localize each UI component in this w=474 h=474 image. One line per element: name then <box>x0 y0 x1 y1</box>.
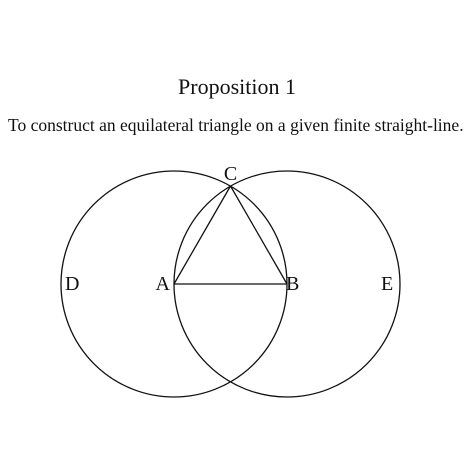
point-label-d: D <box>65 273 79 295</box>
point-label-e: E <box>381 273 393 295</box>
segment-ac <box>173 185 232 285</box>
point-label-a: A <box>156 273 171 295</box>
point-label-c: C <box>224 163 237 185</box>
proposition-title: Proposition 1 <box>178 74 296 99</box>
point-label-b: B <box>286 273 299 295</box>
segment-bc <box>229 185 288 285</box>
proposition-statement: To construct an equilateral triangle on … <box>8 115 464 135</box>
